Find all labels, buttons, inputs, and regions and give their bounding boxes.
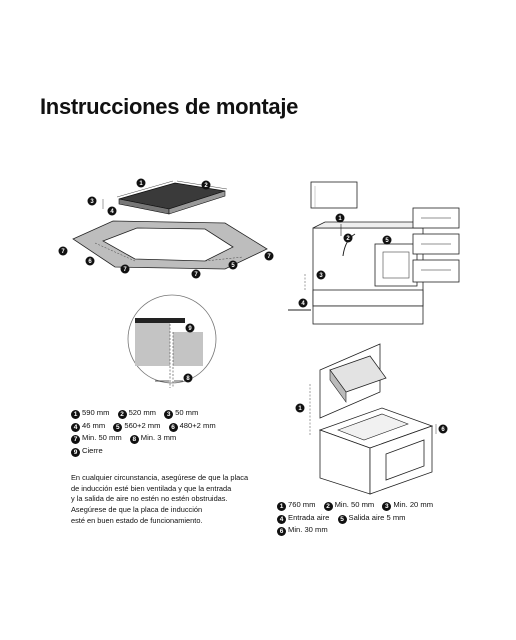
legend-text: Min. 3 mm xyxy=(140,433,177,443)
callout-number: 5 xyxy=(337,514,347,524)
legend-text: 560+2 mm xyxy=(124,420,161,430)
svg-text:7: 7 xyxy=(61,249,65,255)
ventilation-note: En cualquier circunstancia, asegúrese de… xyxy=(71,473,271,527)
callout-number: 3 xyxy=(382,502,392,511)
svg-text:8: 8 xyxy=(186,376,190,382)
ventilation-diagram: 1 2 3 4 5 xyxy=(288,181,460,325)
legend-text: Cierre xyxy=(82,445,103,455)
callout-number: 2 xyxy=(117,410,127,419)
legend-text: Min. 50 mm xyxy=(334,500,375,509)
svg-text:7: 7 xyxy=(123,267,127,273)
svg-text:4: 4 xyxy=(110,209,114,215)
callout-number: 4 xyxy=(277,514,286,524)
legend-text: Salida aire 5 mm xyxy=(348,512,406,522)
callout-number: 5 xyxy=(113,422,123,432)
svg-text:7: 7 xyxy=(267,254,271,260)
legend-text: 590 mm xyxy=(82,408,110,417)
callout-number: 7 xyxy=(71,435,80,445)
callout-number: 4 xyxy=(71,422,80,432)
svg-text:7: 7 xyxy=(194,272,198,278)
callout-number: 6 xyxy=(277,527,286,537)
note-line: de inducción esté bien ventilada y que l… xyxy=(71,483,232,493)
svg-text:1: 1 xyxy=(298,406,302,412)
edge-detail-diagram: 9 8 xyxy=(127,294,217,388)
svg-text:1: 1 xyxy=(139,181,143,187)
legend-text: Min. 50 mm xyxy=(82,433,122,443)
callout-number: 2 xyxy=(323,502,333,511)
note-line: Asegúrese de que la placa de inducción xyxy=(71,505,203,515)
legend-text: 50 mm xyxy=(175,408,199,417)
callout-number: 9 xyxy=(71,447,80,457)
callout-number: 6 xyxy=(168,422,178,432)
installation-height-diagram: 1 6 xyxy=(295,343,448,495)
callout-number: 8 xyxy=(129,435,139,445)
callout-number: 3 xyxy=(164,410,174,419)
svg-text:1: 1 xyxy=(338,216,342,222)
legend-text: Min. 20 mm xyxy=(393,500,434,509)
svg-text:4: 4 xyxy=(301,301,305,307)
legend-text: Entrada aire xyxy=(288,512,330,522)
legend-text: Min. 30 mm xyxy=(288,525,328,535)
svg-text:5: 5 xyxy=(385,238,389,244)
note-line: y la salida de aire no estén no estén ob… xyxy=(71,494,228,504)
svg-text:2: 2 xyxy=(204,183,208,189)
svg-text:3: 3 xyxy=(90,199,94,205)
cutout-dimensions-diagram: 1 2 3 4 7 6 7 7 5 7 xyxy=(58,178,274,279)
svg-text:6: 6 xyxy=(441,427,445,433)
legend-text: 46 mm xyxy=(82,420,106,430)
svg-text:6: 6 xyxy=(88,259,92,265)
legend-text: 480+2 mm xyxy=(179,420,216,430)
svg-text:3: 3 xyxy=(319,273,323,279)
callout-number: 1 xyxy=(71,410,80,419)
legend-text: 760 mm xyxy=(288,500,316,509)
page-title: Instrucciones de montaje xyxy=(40,94,299,119)
note-line: esté en buen estado de funcionamiento. xyxy=(71,515,203,525)
legend-text: 520 mm xyxy=(128,408,156,417)
svg-text:5: 5 xyxy=(231,263,235,269)
svg-text:2: 2 xyxy=(346,236,350,242)
note-line: En cualquier circunstancia, asegúrese de… xyxy=(71,473,249,482)
callout-number: 1 xyxy=(277,502,286,511)
svg-text:9: 9 xyxy=(188,326,192,332)
